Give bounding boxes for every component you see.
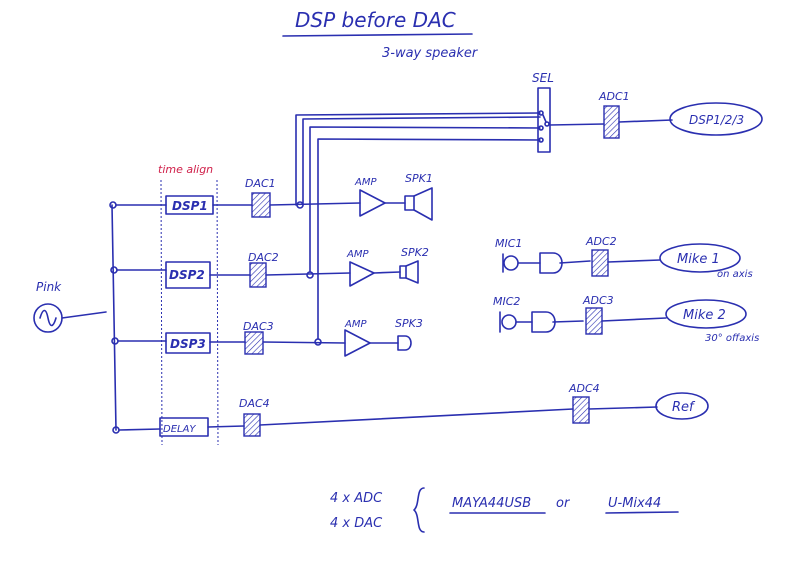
spk2: SPK2 — [399, 246, 429, 284]
dsp1-block: DSP1 — [165, 195, 214, 215]
svg-text:SEL: SEL — [532, 71, 554, 85]
footer-note: 4 x ADC 4 x DAC MAYA44USB or U-Mix44 — [330, 487, 679, 533]
ref-bubble: Ref — [655, 392, 709, 420]
adc-count: 4 x ADC — [330, 491, 383, 506]
svg-text:DAC1: DAC1 — [245, 177, 276, 190]
svg-text:SPK2: SPK2 — [401, 246, 429, 259]
mic1: MIC1 — [495, 237, 591, 274]
svg-text:AMP: AMP — [354, 177, 377, 188]
dac2: DAC2 — [248, 251, 279, 288]
title-underline — [282, 33, 473, 37]
svg-text:MIC1: MIC1 — [495, 237, 522, 250]
time-align-label: time align — [158, 163, 213, 176]
option-umix44: U-Mix44 — [608, 496, 661, 511]
dac-count: 4 x DAC — [330, 516, 383, 531]
diagram-title: DSP before DAC — [295, 8, 456, 32]
pink-label: Pink — [36, 280, 62, 294]
input-bus — [61, 201, 167, 434]
spk1: SPK1 — [404, 172, 433, 221]
feed-ch3-sel — [317, 138, 541, 340]
amp2: AMP — [346, 249, 375, 287]
dac1: DAC1 — [245, 177, 276, 218]
svg-text:AMP: AMP — [344, 319, 367, 330]
pink-noise-source: Pink — [33, 280, 63, 333]
svg-text:DAC2: DAC2 — [248, 251, 279, 264]
svg-text:DSP3: DSP3 — [170, 337, 206, 351]
spk3: SPK3 — [395, 317, 423, 351]
wire-dac1-amp1 — [269, 202, 361, 206]
dsp2-block: DSP2 — [165, 261, 211, 289]
brace — [413, 487, 425, 533]
svg-text:AMP: AMP — [346, 249, 369, 260]
wire-dac4-adc4 — [259, 408, 574, 426]
wire-dac2-amp2 — [265, 272, 351, 276]
svg-text:on axis: on axis — [717, 269, 753, 280]
delay-block: DELAY — [159, 417, 209, 437]
svg-text:DELAY: DELAY — [163, 424, 196, 435]
svg-text:ADC3: ADC3 — [582, 294, 614, 307]
feed-ch1b — [302, 116, 541, 206]
svg-text:DAC4: DAC4 — [239, 397, 270, 410]
wire-dac3-amp3 — [262, 341, 346, 344]
option-maya44usb: MAYA44USB — [452, 496, 531, 511]
svg-text:ADC1: ADC1 — [598, 90, 630, 103]
svg-text:DSP2: DSP2 — [169, 268, 205, 282]
dac4: DAC4 — [239, 397, 270, 437]
tap-ch2 — [306, 271, 314, 279]
dac3: DAC3 — [243, 320, 274, 355]
selector-switch: SEL — [532, 71, 554, 153]
time-align-boundary-right — [216, 179, 219, 446]
svg-text:DSP1/2/3: DSP1/2/3 — [689, 113, 744, 127]
amp3: AMP — [344, 319, 371, 357]
svg-text:DAC3: DAC3 — [243, 320, 274, 333]
wire-delay-dac4 — [207, 425, 245, 428]
time-align-boundary-left — [160, 179, 163, 446]
option-or: or — [556, 496, 571, 511]
adc3: ADC3 — [582, 294, 614, 335]
feed-ch2-sel — [309, 126, 541, 273]
dsp-output-bubble: DSP1/2/3 — [669, 102, 763, 136]
svg-text:MIC2: MIC2 — [493, 295, 520, 308]
diagram-subtitle: 3-way speaker — [382, 46, 479, 61]
svg-text:Mike 1: Mike 1 — [677, 252, 720, 267]
adc1: ADC1 — [598, 90, 630, 139]
mike2-bubble: Mike 2 30° offaxis — [665, 299, 759, 344]
svg-text:SPK1: SPK1 — [405, 172, 433, 185]
svg-text:Mike 2: Mike 2 — [683, 308, 726, 323]
svg-text:30° offaxis: 30° offaxis — [705, 333, 759, 344]
svg-text:Ref: Ref — [672, 400, 696, 415]
adc4: ADC4 — [568, 382, 600, 424]
svg-text:ADC4: ADC4 — [568, 382, 600, 395]
feed-ch1-sel — [295, 112, 541, 206]
dsp3-block: DSP3 — [165, 332, 211, 354]
svg-text:ADC2: ADC2 — [585, 235, 617, 248]
svg-text:SPK3: SPK3 — [395, 317, 423, 330]
svg-text:DSP1: DSP1 — [172, 199, 208, 213]
mike1-bubble: Mike 1 on axis — [659, 243, 753, 280]
mic2: MIC2 — [493, 295, 584, 333]
amp1: AMP — [354, 177, 386, 217]
adc2: ADC2 — [585, 235, 617, 277]
